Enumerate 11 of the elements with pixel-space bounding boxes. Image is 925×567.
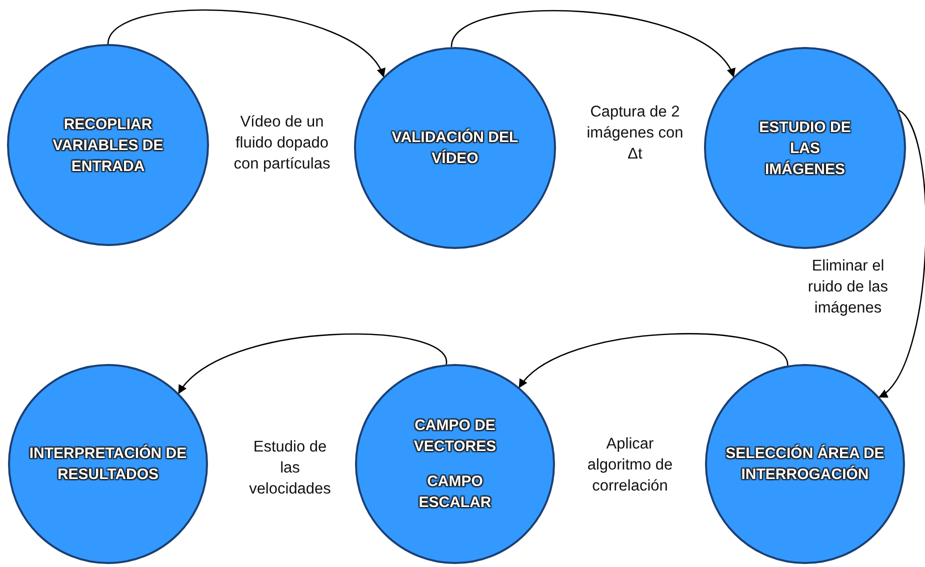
node-label: CAMPO ESCALAR — [418, 472, 492, 513]
node-label: VALIDACIÓN DEL VÍDEO — [390, 128, 520, 169]
curved-arrow — [878, 110, 925, 398]
curved-arrow — [518, 333, 788, 388]
node-label: CAMPO DE VECTORES — [412, 416, 498, 457]
node-label: SELECCIÓN ÁREA DE INTERROGACIÓN — [724, 444, 886, 485]
curved-arrow — [450, 10, 734, 78]
node-label: INTERPRETACIÓN DE RESULTADOS — [28, 444, 188, 485]
node-label: ESTUDIO DE LAS IMÁGENES — [758, 118, 852, 180]
curved-arrow — [107, 9, 384, 78]
node-label: RECOPLIAR VARIABLES DE ENTRADA — [52, 114, 164, 176]
